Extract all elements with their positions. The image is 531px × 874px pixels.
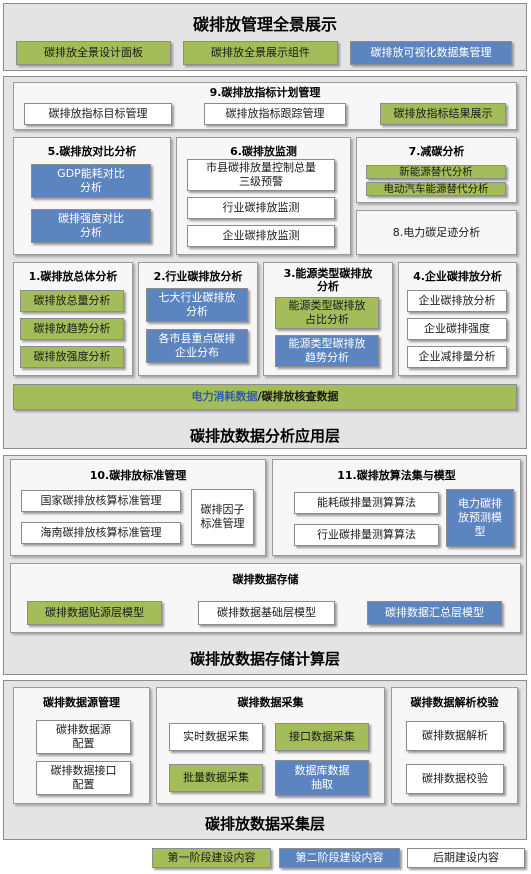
panorama-display-components[interactable]: 碳排放全景展示组件 bbox=[183, 41, 338, 65]
carbon-intensity-comparison[interactable]: 碳排强度对比 分析 bbox=[31, 209, 151, 243]
panel-storage-title: 碳排数据存储 bbox=[232, 573, 299, 586]
panel-reduction-title: 7.减碳分析 bbox=[408, 145, 465, 158]
indicator-target-mgmt[interactable]: 碳排放指标目标管理 bbox=[24, 103, 172, 125]
source-layer-model[interactable]: 碳排数据贴源层模型 bbox=[27, 601, 162, 625]
industry-emission-monitor[interactable]: 行业碳排放监测 bbox=[187, 197, 335, 219]
panel-source-title: 碳排数据源管理 bbox=[43, 696, 120, 709]
panel-enterprise-analysis: 4.企业碳排放分析 企业碳排放分析 企业碳排强度 企业减排量分析 bbox=[398, 262, 517, 376]
analysis-layer: 9.碳排放指标计划管理 碳排放指标目标管理 碳排放指标跟踪管理 碳排放指标结果展… bbox=[3, 76, 527, 449]
panel-source-management: 碳排数据源管理 碳排数据源 配置 碳排数据接口 配置 bbox=[13, 687, 150, 804]
realtime-collection[interactable]: 实时数据采集 bbox=[169, 723, 263, 751]
panel-standard-management: 10.碳排放标准管理 国家碳排放核算标准管理 海南碳排放核算标准管理 碳排因子 … bbox=[10, 459, 266, 556]
top-layer: 碳排放管理全景展示 碳排放全景设计面板 碳排放全景展示组件 碳排放可视化数据集管… bbox=[3, 3, 527, 71]
emission-factor-mgmt[interactable]: 碳排因子 标准管理 bbox=[191, 489, 254, 545]
ev-energy-substitution[interactable]: 电动汽车能源替代分析 bbox=[366, 182, 506, 196]
panel-algorithms-title: 11.碳排放算法集与模型 bbox=[337, 469, 456, 482]
hainan-standard-mgmt[interactable]: 海南碳排放核算标准管理 bbox=[21, 522, 181, 544]
panel-energy-type-title: 3.能源类型碳排放 分析 bbox=[283, 267, 373, 293]
panel-industry-title: 2.行业碳排放分析 bbox=[153, 270, 243, 283]
indicator-tracking-mgmt[interactable]: 碳排放指标跟踪管理 bbox=[204, 103, 346, 125]
panel-industry-analysis: 2.行业碳排放分析 七大行业碳排放 分析 各市县重点碳排 企业分布 bbox=[138, 262, 258, 376]
energy-type-trend-analysis[interactable]: 能源类型碳排放 趋势分析 bbox=[275, 335, 379, 367]
legend-phase-two: 第二阶段建设内容 bbox=[279, 848, 400, 868]
storage-layer: 10.碳排放标准管理 国家碳排放核算标准管理 海南碳排放核算标准管理 碳排因子 … bbox=[3, 455, 527, 675]
industry-emission-algorithm[interactable]: 行业碳排量测算算法 bbox=[294, 524, 439, 546]
city-county-warning[interactable]: 市县碳排放量控制总量 三级预警 bbox=[187, 159, 335, 191]
top-title: 碳排放管理全景展示 bbox=[192, 15, 337, 34]
data-parsing[interactable]: 碳排数据解析 bbox=[406, 721, 504, 751]
interface-collection[interactable]: 接口数据采集 bbox=[275, 723, 369, 751]
interface-config[interactable]: 碳排数据接口 配置 bbox=[36, 761, 131, 795]
indicator-result-display[interactable]: 碳排放指标结果展示 bbox=[380, 103, 506, 125]
data-source-bar[interactable]: 电力消耗数据/碳排放核查数据 bbox=[13, 384, 517, 410]
enterprise-intensity[interactable]: 企业碳排强度 bbox=[407, 318, 507, 340]
panel-indicator-plan-title: 9.碳排放指标计划管理 bbox=[209, 86, 321, 99]
panel-data-collection: 碳排数据采集 实时数据采集 接口数据采集 批量数据采集 数据库数据 抽取 bbox=[156, 687, 385, 804]
panel-overall-analysis: 1.碳排放总体分析 碳排放总量分析 碳排放趋势分析 碳排放强度分析 bbox=[13, 262, 133, 376]
panel-power-footprint: 8.电力碳足迹分析 bbox=[356, 210, 517, 255]
legend-phase-one: 第一阶段建设内容 bbox=[152, 848, 271, 868]
panel-parse-title: 碳排数据解析校验 bbox=[410, 696, 499, 709]
panel-comparison-title: 5.碳排放对比分析 bbox=[47, 145, 137, 158]
base-layer-model[interactable]: 碳排数据基础层模型 bbox=[198, 601, 335, 625]
storage-layer-title: 碳排放数据存储计算层 bbox=[189, 650, 340, 668]
panel-energy-type-analysis: 3.能源类型碳排放 分析 能源类型碳排放 占比分析 能源类型碳排放 趋势分析 bbox=[263, 262, 393, 376]
panel-comparison-analysis: 5.碳排放对比分析 GDP能耗对比 分析 碳排强度对比 分析 bbox=[13, 137, 171, 255]
source-config[interactable]: 碳排数据源 配置 bbox=[36, 720, 131, 754]
emission-intensity-analysis[interactable]: 碳排放强度分析 bbox=[20, 346, 124, 368]
national-standard-mgmt[interactable]: 国家碳排放核算标准管理 bbox=[21, 490, 181, 512]
panel-algorithms-models: 11.碳排放算法集与模型 能耗碳排量测算算法 行业碳排量测算算法 电力碳排 放预… bbox=[272, 459, 521, 556]
panel-overall-title: 1.碳排放总体分析 bbox=[28, 270, 118, 283]
summary-layer-model[interactable]: 碳排数据汇总层模型 bbox=[367, 601, 502, 625]
enterprise-emission-monitor[interactable]: 企业碳排放监测 bbox=[187, 225, 335, 247]
emission-verification-data: /碳排放核查数据 bbox=[257, 390, 339, 403]
analysis-layer-title: 碳排放数据分析应用层 bbox=[189, 427, 340, 445]
panel-parse-verify: 碳排数据解析校验 碳排数据解析 碳排数据校验 bbox=[391, 687, 518, 804]
collect-layer-title: 碳排放数据采集层 bbox=[204, 815, 325, 833]
collect-layer: 碳排数据源管理 碳排数据源 配置 碳排数据接口 配置 碳排数据采集 实时数据采集… bbox=[3, 680, 527, 840]
power-emission-forecast-model[interactable]: 电力碳排 放预测模 型 bbox=[446, 489, 514, 547]
panel-enterprise-title: 4.企业碳排放分析 bbox=[413, 270, 502, 283]
power-carbon-footprint[interactable]: 8.电力碳足迹分析 bbox=[392, 225, 481, 239]
new-energy-substitution[interactable]: 新能源替代分析 bbox=[366, 165, 506, 179]
emission-trend-analysis[interactable]: 碳排放趋势分析 bbox=[20, 318, 124, 340]
enterprise-emission-analysis[interactable]: 企业碳排放分析 bbox=[407, 290, 507, 312]
legend-later-phase: 后期建设内容 bbox=[407, 848, 525, 868]
panel-standard-title: 10.碳排放标准管理 bbox=[89, 469, 187, 482]
total-emission-analysis[interactable]: 碳排放总量分析 bbox=[20, 290, 124, 312]
enterprise-reduction-analysis[interactable]: 企业减排量分析 bbox=[407, 346, 507, 368]
panel-reduction-analysis: 7.减碳分析 新能源替代分析 电动汽车能源替代分析 bbox=[356, 137, 517, 203]
seven-industries-analysis[interactable]: 七大行业碳排放 分析 bbox=[146, 288, 248, 322]
panorama-design-panel[interactable]: 碳排放全景设计面板 bbox=[16, 41, 171, 65]
key-enterprise-distribution[interactable]: 各市县重点碳排 企业分布 bbox=[146, 329, 248, 363]
energy-type-share-analysis[interactable]: 能源类型碳排放 占比分析 bbox=[275, 297, 379, 329]
panel-data-storage: 碳排数据存储 碳排数据贴源层模型 碳排数据基础层模型 碳排数据汇总层模型 bbox=[10, 563, 521, 633]
power-consumption-data: 电力消耗数据 bbox=[191, 390, 258, 403]
gdp-energy-comparison[interactable]: GDP能耗对比 分析 bbox=[31, 164, 151, 198]
panel-emission-monitoring: 6.碳排放监测 市县碳排放量控制总量 三级预警 行业碳排放监测 企业碳排放监测 bbox=[176, 137, 351, 255]
panel-monitoring-title: 6.碳排放监测 bbox=[230, 145, 297, 158]
panel-indicator-plan: 9.碳排放指标计划管理 碳排放指标目标管理 碳排放指标跟踪管理 碳排放指标结果展… bbox=[13, 82, 517, 130]
visual-dataset-management[interactable]: 碳排放可视化数据集管理 bbox=[350, 41, 512, 65]
batch-collection[interactable]: 批量数据采集 bbox=[169, 764, 263, 792]
data-verification[interactable]: 碳排数据校验 bbox=[406, 764, 504, 794]
database-extraction[interactable]: 数据库数据 抽取 bbox=[275, 760, 369, 796]
energy-emission-algorithm[interactable]: 能耗碳排量测算算法 bbox=[294, 492, 439, 514]
panel-collection-title: 碳排数据采集 bbox=[237, 696, 304, 709]
